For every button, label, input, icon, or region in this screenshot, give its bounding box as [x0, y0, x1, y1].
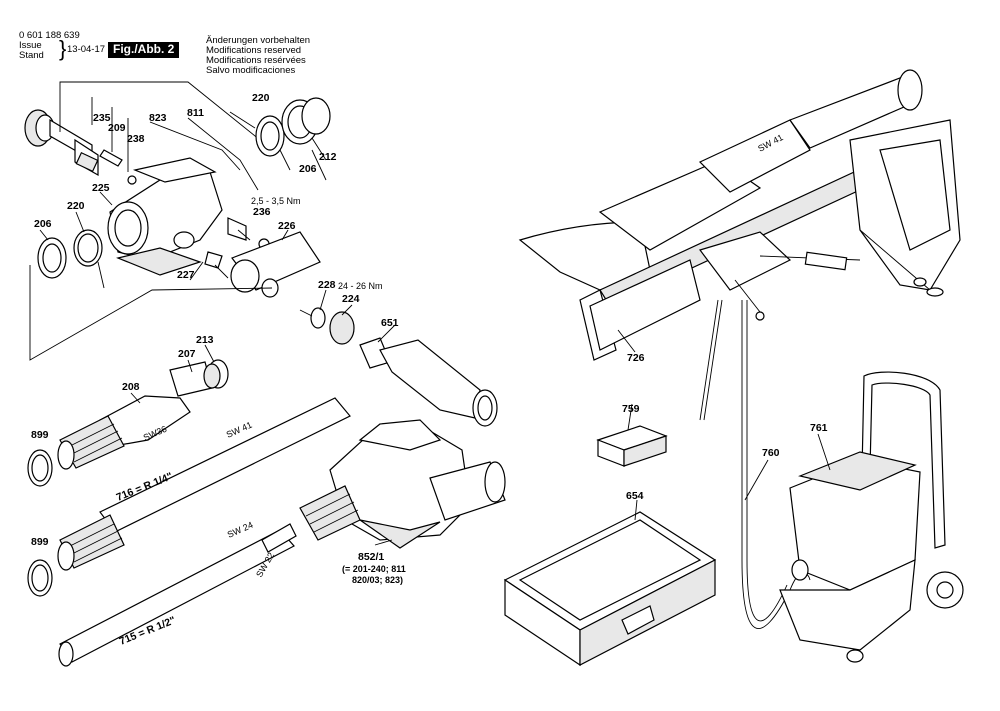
adapter-208: [57, 395, 191, 470]
torque-note-1: 2,5 - 3,5 Nm: [251, 196, 301, 206]
callout-852-1: 852/1: [358, 551, 384, 563]
wrench-size-sw41-b: SW 41: [225, 420, 254, 440]
callout-225: 225: [92, 182, 110, 194]
callout-726: 726: [627, 352, 645, 364]
drill-stand-rig: [518, 69, 961, 421]
sleeve-226: [204, 231, 321, 298]
nut-224: [329, 311, 355, 345]
kit-contents-line-1: (= 201-240; 811: [342, 564, 406, 574]
callout-226: 226: [278, 220, 296, 232]
extension-715: [58, 523, 297, 667]
issue-date: 13-04-17: [67, 44, 106, 55]
spindle-207: [169, 359, 229, 397]
gear-housing: [107, 157, 270, 276]
callout-235: 235: [93, 112, 111, 124]
callout-236: 236: [253, 206, 271, 218]
washer-228: [310, 307, 326, 329]
callout-224: 224: [342, 293, 360, 305]
knob-assembly: [24, 109, 137, 185]
callout-761: 761: [810, 422, 828, 434]
callout-651: 651: [381, 317, 399, 329]
notice-fr: Modifications resérvées: [206, 55, 306, 66]
carrying-case-654: [503, 511, 717, 667]
callout-759: 759: [622, 403, 640, 415]
bracket-lines: [59, 81, 261, 141]
callout-209: 209: [108, 122, 126, 134]
callout-899-a: 899: [31, 429, 49, 441]
issue-label: Issue: [19, 40, 42, 51]
notice-en: Modifications reserved: [206, 45, 302, 56]
notice-de: Änderungen vorbehalten: [206, 35, 311, 46]
callout-228: 228: [318, 279, 336, 291]
callout-760: 760: [762, 447, 780, 459]
callout-823: 823: [149, 112, 167, 124]
notice-es: Salvo modificaciones: [206, 65, 296, 76]
callout-206-left: 206: [34, 218, 52, 230]
callout-212: 212: [319, 151, 337, 163]
callout-213: 213: [196, 334, 214, 346]
wrench-size-sw24: SW 24: [226, 520, 255, 540]
callout-654: 654: [626, 490, 644, 502]
callout-207: 207: [178, 348, 196, 360]
torque-note-2: 24 - 26 Nm: [338, 281, 383, 291]
callout-899-b: 899: [31, 536, 49, 548]
sealing-block-759: [596, 425, 668, 467]
kit-contents-line-2: 820/03; 823): [352, 575, 403, 585]
callout-811: 811: [187, 107, 204, 119]
callout-220-top: 220: [252, 92, 270, 104]
brace-glyph: }: [59, 36, 67, 61]
vacuum-cleaner-761: [779, 371, 964, 663]
extension-716: [57, 397, 351, 571]
callout-208: 208: [122, 381, 140, 393]
part-number: 0 601 188 639: [19, 30, 80, 41]
gear-unit-852: [299, 419, 506, 549]
stand-label: Stand: [19, 50, 44, 61]
side-handle-651: [359, 337, 498, 427]
figure-badge: Fig./Abb. 2: [108, 42, 180, 58]
callout-206-top: 206: [299, 163, 317, 175]
callout-238: 238: [127, 133, 145, 145]
callout-220-left: 220: [67, 200, 85, 212]
callout-227: 227: [177, 269, 195, 281]
